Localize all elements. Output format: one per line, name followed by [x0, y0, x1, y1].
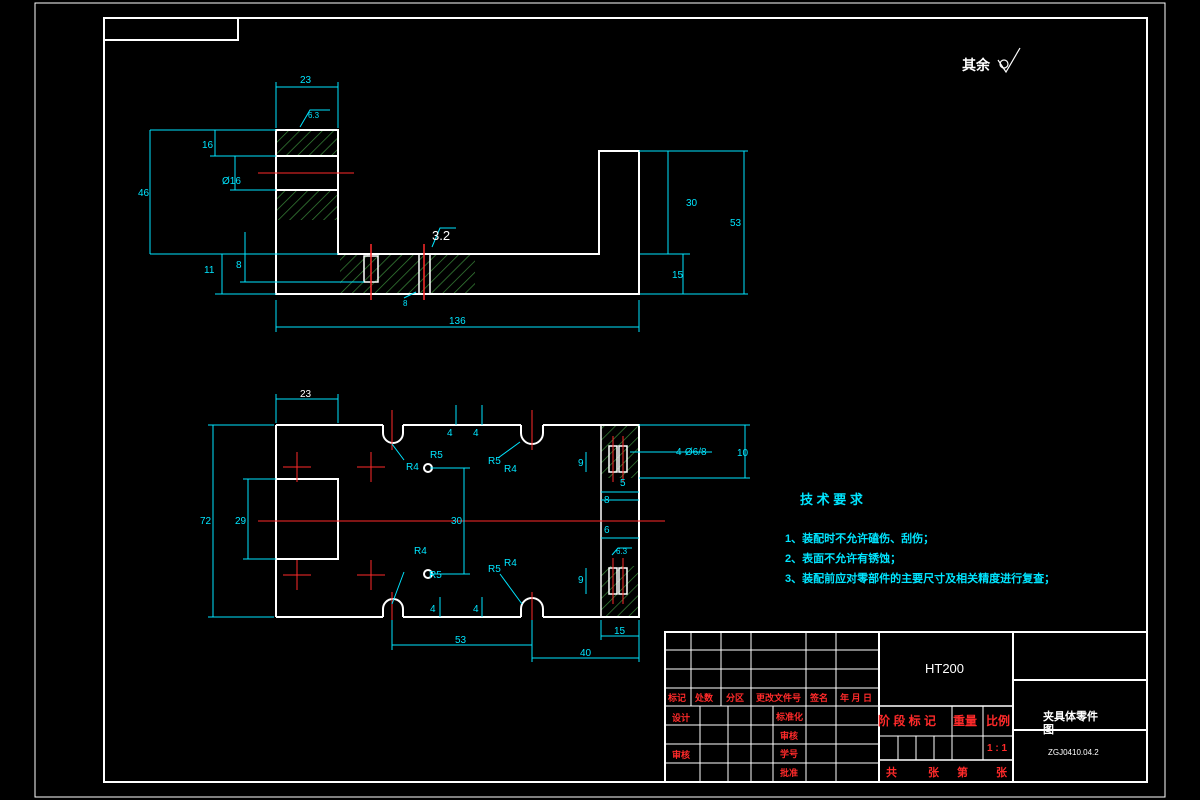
front-view: 23 6.3 16 Ø16 46 11 8 3.2 8 30 53 15 136: [138, 75, 748, 332]
dim-top-r5b: R5: [488, 456, 501, 467]
hatch-base: [340, 254, 475, 294]
tb-sheet-1: 张: [928, 765, 940, 779]
tb-left-review: 审核: [672, 749, 690, 760]
front-outline: [275, 129, 640, 295]
dim-top-h72: 72: [200, 516, 212, 527]
tech-req-item-3: 3、装配前应对零部件的主要尺寸及相关精度进行复查；: [785, 571, 1055, 585]
tb-sheet-3: 张: [996, 765, 1008, 779]
dim-top-h8: 8: [604, 495, 610, 506]
dim-front-dia16: Ø16: [222, 176, 241, 187]
tech-req-title: 技 术 要 求: [800, 492, 864, 507]
hatch-mid: [277, 190, 337, 220]
tb-mid-approve: 批准: [780, 767, 798, 778]
dim-top-h6: 6: [604, 525, 610, 536]
dim-front-h15: 15: [672, 270, 684, 281]
hatch-top-view-lower: [601, 566, 639, 618]
dim-front-width-top: 23: [300, 75, 312, 86]
tb-rev-h3: 更改文件号: [756, 692, 801, 703]
roughness-symbol-icon: [997, 47, 1021, 74]
tb-mid-review: 审核: [780, 730, 798, 741]
dim-top-h9a: 9: [578, 458, 584, 469]
dim-top-r5c: R5: [429, 570, 442, 581]
tb-weight: 重量: [953, 713, 977, 728]
tb-left-design: 设计: [672, 712, 690, 723]
dim-front-roughness: 6.3: [308, 111, 320, 120]
inner-frame: [103, 17, 1148, 783]
dim-top-r4b: R4: [504, 464, 517, 475]
corner-code-box: [103, 17, 239, 41]
dim-top-holes: 4-Ø6/8: [676, 447, 707, 458]
dim-front-len136: 136: [449, 316, 466, 327]
tb-rev-h4: 签名: [809, 692, 828, 703]
hatch-top: [277, 130, 337, 156]
dim-top-w15: 15: [614, 626, 626, 637]
dim-top-r5d: R5: [488, 564, 501, 575]
tb-rev-h2: 分区: [726, 692, 744, 703]
tb-stage: 阶 段 标 记: [878, 713, 936, 728]
dim-front-h11: 11: [204, 265, 215, 276]
dim-top-r4a: R4: [406, 462, 419, 473]
title-block: [664, 631, 1148, 783]
dim-front-small: 8: [403, 299, 408, 308]
tb-material: HT200: [925, 661, 964, 676]
tb-name-line2: 图: [1043, 723, 1054, 736]
tb-rev-h1: 处数: [694, 692, 714, 703]
surface-note: 其余: [962, 57, 991, 74]
dim-front-h8: 8: [236, 260, 242, 271]
outer-frame: [34, 2, 1166, 798]
front-hole-right: [418, 244, 431, 300]
dim-top-h10: 10: [737, 448, 749, 459]
dim-top-h29: 29: [235, 516, 247, 527]
dim-top-roughness: 6.3: [616, 547, 628, 556]
tb-scale-value: 1 : 1: [987, 743, 1007, 754]
dim-top-d4d: 4: [473, 604, 479, 615]
tb-rev-h0: 标记: [667, 692, 686, 703]
dim-top-width: 23: [300, 389, 312, 400]
dim-front-h53: 53: [730, 218, 742, 229]
tb-code: ZGJ0410.04.2: [1048, 748, 1099, 757]
tb-mid-std: 标准化: [775, 711, 803, 722]
front-hole-left: [363, 244, 379, 300]
top-view: 23 72 29 30 R4 R5 R5 R4 R4 R5 R5 R4 4 4 …: [200, 389, 750, 662]
tech-req-item-2: 2、表面不允许有锈蚀；: [785, 551, 901, 565]
dim-front-h46: 46: [138, 188, 150, 199]
dim-top-d4b: 4: [473, 428, 479, 439]
dim-top-h5: 5: [620, 478, 626, 489]
tb-sheet-2: 第: [957, 765, 968, 779]
top-center-slot: [275, 478, 339, 560]
dim-top-r4c: R4: [414, 546, 427, 557]
dim-front-h16: 16: [202, 140, 214, 151]
tb-mid-id: 学号: [780, 748, 798, 759]
dim-top-r4d: R4: [504, 558, 517, 569]
dim-front-roughness-mid: 3.2: [432, 228, 450, 243]
dim-top-d4c: 4: [430, 604, 436, 615]
tb-scale-label: 比例: [986, 713, 1010, 728]
tb-sheet-0: 共: [886, 765, 897, 779]
tech-req-item-1: 1、装配时不允许磕伤、刮伤；: [785, 531, 934, 545]
dim-top-h9b: 9: [578, 575, 584, 586]
dim-top-w53: 53: [455, 635, 467, 646]
dim-top-d4a: 4: [447, 428, 453, 439]
tb-rev-h5: 年 月 日: [840, 692, 872, 703]
dim-top-w40: 40: [580, 648, 592, 659]
dim-front-h30: 30: [686, 198, 698, 209]
dim-top-h30: 30: [451, 516, 463, 527]
tb-name-line1: 夹具体零件: [1043, 709, 1098, 723]
dim-top-r5a: R5: [430, 450, 443, 461]
tech-requirements: 技 术 要 求 1、装配时不允许磕伤、刮伤； 2、表面不允许有锈蚀； 3、装配前…: [785, 492, 1055, 585]
